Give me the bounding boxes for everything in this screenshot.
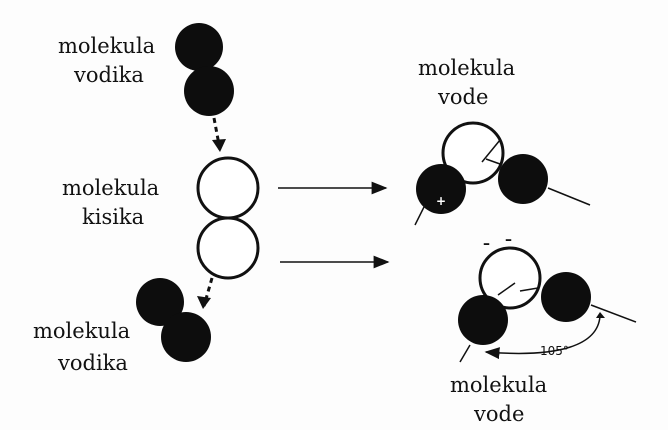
label-oxygen-line1: molekula [62, 176, 159, 200]
oxygen-molecule [196, 156, 260, 280]
bond-angle-label: 105° [540, 344, 569, 358]
dipole-line [547, 187, 591, 206]
hydrogen-atom [416, 164, 466, 214]
label-hydrogen-top-line1: molekula [58, 34, 155, 58]
label-water-bottom-line1: molekula [450, 373, 547, 397]
hydrogen-atom [458, 295, 508, 345]
dipole-line [497, 282, 516, 296]
negative-charge-sign: – [505, 232, 512, 248]
positive-charge-sign: + [436, 194, 446, 208]
hydrogen-atom [161, 312, 211, 362]
negative-charge-sign: – [483, 236, 490, 252]
dipole-line [519, 287, 539, 292]
label-water-top-line2: vode [437, 85, 488, 109]
bond-angle-arc [484, 315, 601, 360]
dipole-line [590, 304, 637, 323]
oxygen-atom [196, 216, 260, 280]
bond-dashed-bottom [202, 277, 214, 307]
water-molecule-top: + [414, 121, 591, 226]
dipole-line [414, 204, 426, 226]
water-molecule-bottom: – – 105° [458, 232, 637, 363]
oxygen-atom [196, 156, 260, 220]
dipole-line [485, 158, 501, 165]
label-water-bottom-line2: vode [473, 402, 524, 426]
label-oxygen-line2: kisika [82, 205, 144, 229]
oxygen-atom [478, 246, 542, 310]
label-hydrogen-bottom-line2: vodika [57, 351, 128, 375]
label-hydrogen-bottom-line1: molekula [33, 319, 130, 343]
hydrogen-atom [175, 23, 223, 71]
label-hydrogen-top-line2: vodika [73, 63, 144, 87]
dipole-line [481, 139, 501, 163]
bond-arrowhead-bottom [197, 296, 211, 309]
oxygen-atom [441, 121, 505, 185]
hydrogen-atom [136, 278, 184, 326]
bond-angle-arrowhead [596, 312, 605, 318]
hydrogen-molecule-top [175, 23, 234, 116]
label-water-top-line1: molekula [418, 56, 515, 80]
bond-arrowhead-top [212, 139, 226, 152]
hydrogen-atom [541, 272, 591, 322]
hydrogen-molecule-bottom [136, 278, 211, 362]
dipole-line [459, 344, 471, 363]
hydrogen-atom [184, 66, 234, 116]
hydrogen-atom [498, 154, 548, 204]
